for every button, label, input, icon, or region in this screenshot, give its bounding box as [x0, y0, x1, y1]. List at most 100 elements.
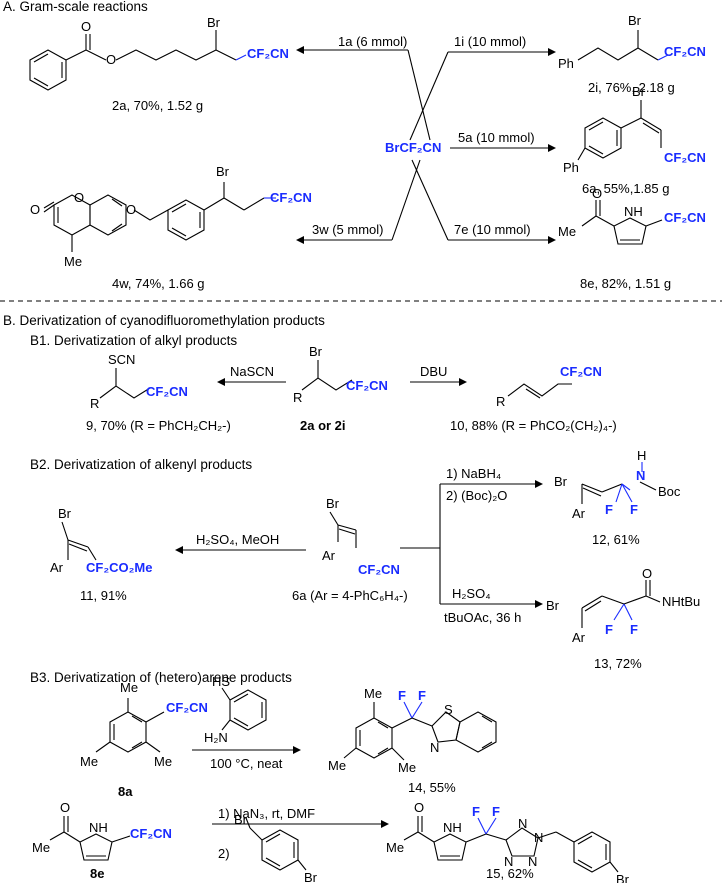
atom-o-carbonyl-4w: O: [30, 202, 40, 217]
label-10: 10, 88% (R = PhCO₂(CH₂)₄-): [450, 418, 617, 433]
atom-n1-15: N: [518, 816, 527, 831]
structure-14: [343, 701, 497, 761]
atom-o-ring-4w: O: [74, 190, 84, 205]
atom-f1-13: F: [605, 622, 613, 637]
atom-br-b2: Br: [326, 496, 340, 511]
atom-s-14: S: [444, 702, 453, 717]
group-cf2cn-10: CF₂CN: [560, 364, 602, 379]
structure-13: [581, 580, 661, 628]
atom-ar-12: Ar: [572, 506, 586, 521]
label-b1-start: 2a or 2i: [300, 418, 346, 433]
atom-f2-13: F: [630, 622, 638, 637]
group-cf2cn-8a: CF₂CN: [166, 700, 208, 715]
section-b-title: B. Derivatization of cyanodifluoromethyl…: [3, 313, 325, 328]
arrow-to-2a: [296, 46, 431, 141]
structure-12: [581, 462, 657, 504]
atom-br-6a: Br: [632, 84, 646, 99]
arrow-label-5a: 5a (10 mmol): [458, 130, 535, 145]
atom-o-ester-2a: O: [106, 52, 116, 67]
label-2a: 2a, 70%, 1.52 g: [112, 98, 203, 113]
group-cf2cn-start: CF₂CN: [346, 378, 388, 393]
label-6a: 6a, 55%,1.85 g: [582, 181, 669, 196]
atom-br-start: Br: [309, 344, 323, 359]
atom-scn-9: SCN: [108, 352, 135, 367]
atom-o-8e-b3: O: [60, 800, 70, 815]
atom-o-15: O: [414, 800, 424, 815]
structure-10: [507, 383, 572, 399]
group-cf2cn-2i: CF₂CN: [664, 44, 706, 59]
atom-nh-8e: NH: [624, 204, 643, 219]
atom-br-12: Br: [554, 474, 568, 489]
atom-ar-13: Ar: [572, 630, 586, 645]
center-reagent: BrCF₂CN: [385, 140, 441, 155]
label-4w: 4w, 74%, 1.66 g: [112, 276, 205, 291]
cond-step2: 2): [218, 846, 230, 861]
atom-br2-bnbr: Br: [304, 870, 318, 883]
atom-o-carbonyl-2a: O: [81, 19, 91, 34]
atom-n3-15: N: [528, 854, 537, 869]
atom-nh-8e-b3: NH: [89, 820, 108, 835]
atom-br-11: Br: [58, 506, 72, 521]
structure-8e: [581, 200, 663, 245]
atom-br-13: Br: [546, 598, 560, 613]
arrow-label-7e: 7e (10 mmol): [454, 222, 531, 237]
label-9: 9, 70% (R = PhCH₂CH₂-): [86, 418, 231, 433]
atom-me3-14: Me: [398, 760, 416, 775]
label-2i: 2i, 76%, 2.18 g: [588, 80, 675, 95]
group-cf2cn-2a: CF₂CN: [247, 46, 289, 61]
atom-br-2i: Br: [628, 13, 642, 28]
atom-ar-b2: Ar: [322, 548, 336, 563]
atom-me1-8a: Me: [120, 680, 138, 695]
atom-br-4w: Br: [216, 164, 230, 179]
atom-me-8e-b3: Me: [32, 840, 50, 855]
atom-br-2a: Br: [207, 15, 221, 30]
structure-2a: [29, 30, 247, 91]
arrow-label-1i: 1i (10 mmol): [454, 34, 526, 49]
atom-ar-11: Ar: [50, 560, 64, 575]
atom-me2-14: Me: [328, 758, 346, 773]
arrow-to-6a: [450, 144, 556, 152]
structure-aminothiophenol: [221, 687, 267, 731]
label-8e-b3: 8e: [90, 866, 104, 881]
atom-f1-14: F: [398, 688, 406, 703]
group-cf2cn-8e-b3: CF₂CN: [130, 826, 172, 841]
atom-boc-12: Boc: [658, 484, 681, 499]
reagent-nascn: NaSCN: [230, 364, 274, 379]
atom-me3-8a: Me: [154, 754, 172, 769]
atom-r-start: R: [293, 390, 302, 405]
b2-title: B2. Derivatization of alkenyl products: [30, 457, 252, 472]
section-a-title: A. Gram-scale reactions: [3, 0, 148, 14]
atom-f1-15: F: [472, 804, 480, 819]
atom-f2-15: F: [492, 804, 500, 819]
group-cf2cn-b2: CF₂CN: [358, 562, 400, 577]
reagent-h2so4-meoh: H₂SO₄, MeOH: [196, 532, 279, 547]
arrow-b2-split: [400, 480, 543, 608]
atom-r-10: R: [496, 394, 505, 409]
structure-2i: [577, 30, 669, 61]
arrow-b1-left: [217, 378, 286, 386]
atom-ph-2i: Ph: [558, 56, 574, 71]
atom-f2-14: F: [418, 688, 426, 703]
arrow-b2-left: [175, 546, 306, 554]
atom-nh-15: NH: [443, 820, 462, 835]
step-tbuoac: tBuOAc, 36 h: [444, 610, 521, 625]
arrow-label-1a: 1a (6 mmol): [338, 34, 407, 49]
atom-me-15: Me: [386, 840, 404, 855]
cond-nan3: 1) NaN₃, rt, DMF: [218, 806, 315, 821]
step-h2so4: H₂SO₄: [452, 586, 491, 601]
atom-ph-6a: Ph: [563, 160, 579, 175]
atom-f1-12: F: [605, 502, 613, 517]
atom-ntbu-13: NHtBu: [662, 594, 700, 609]
atom-br-15: Br: [616, 872, 630, 883]
structure-b1-start: [301, 360, 353, 391]
arrow-to-4w: [296, 159, 421, 244]
atom-o-8e: O: [592, 186, 602, 201]
atom-me-4w: Me: [64, 254, 82, 269]
structure-b2-6a: [329, 511, 357, 548]
atom-hs: HS: [212, 674, 230, 689]
reagent-dbu: DBU: [420, 364, 447, 379]
atom-r-9: R: [90, 396, 99, 411]
label-12: 12, 61%: [592, 532, 640, 547]
atom-n-12: N: [636, 468, 645, 483]
atom-me2-8a: Me: [80, 754, 98, 769]
